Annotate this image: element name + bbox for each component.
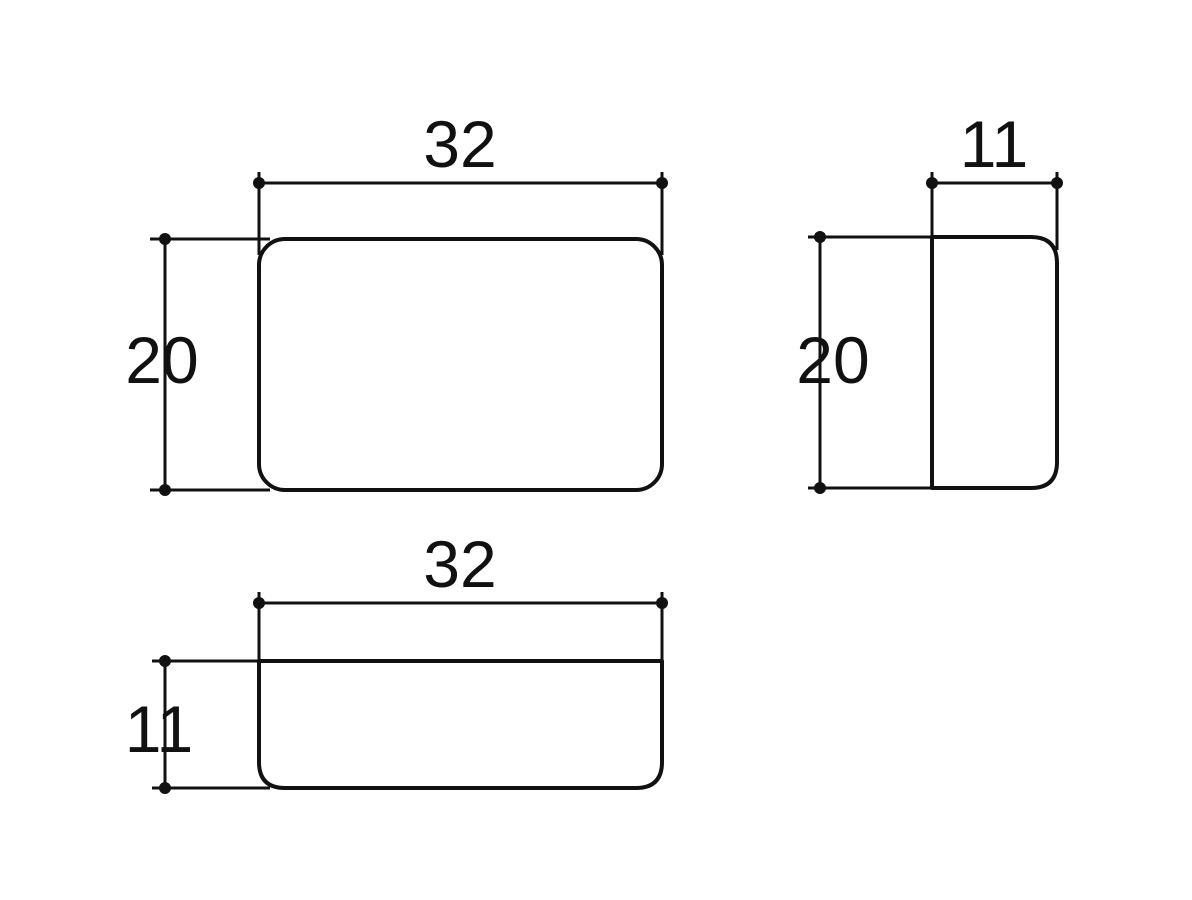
side-view-height-label: 20 xyxy=(796,323,869,397)
side-view-width-terminator-right xyxy=(1051,177,1063,189)
front-view-height-terminator-top xyxy=(159,655,171,667)
front-view: 32 11 xyxy=(125,527,668,794)
front-view-height-terminator-bottom xyxy=(159,782,171,794)
front-view-width-terminator-left xyxy=(253,597,265,609)
top-view-width-terminator-right xyxy=(656,177,668,189)
top-view: 32 20 xyxy=(125,107,668,496)
top-view-height-terminator-top xyxy=(159,233,171,245)
side-view-width-terminator-left xyxy=(926,177,938,189)
side-view-outline xyxy=(930,235,1059,490)
side-view: 11 20 xyxy=(796,107,1063,494)
top-view-width-label: 32 xyxy=(423,107,496,181)
front-view-width-label: 32 xyxy=(423,527,496,601)
front-view-height-label: 11 xyxy=(125,692,194,766)
top-view-height-terminator-bottom xyxy=(159,484,171,496)
front-view-outline xyxy=(257,659,664,790)
top-view-width-terminator-left xyxy=(253,177,265,189)
side-view-height-terminator-bottom xyxy=(814,482,826,494)
front-view-width-terminator-right xyxy=(656,597,668,609)
top-view-outline xyxy=(257,237,664,492)
top-view-height-label: 20 xyxy=(125,323,198,397)
side-view-width-label: 11 xyxy=(960,107,1029,181)
side-view-height-terminator-top xyxy=(814,231,826,243)
